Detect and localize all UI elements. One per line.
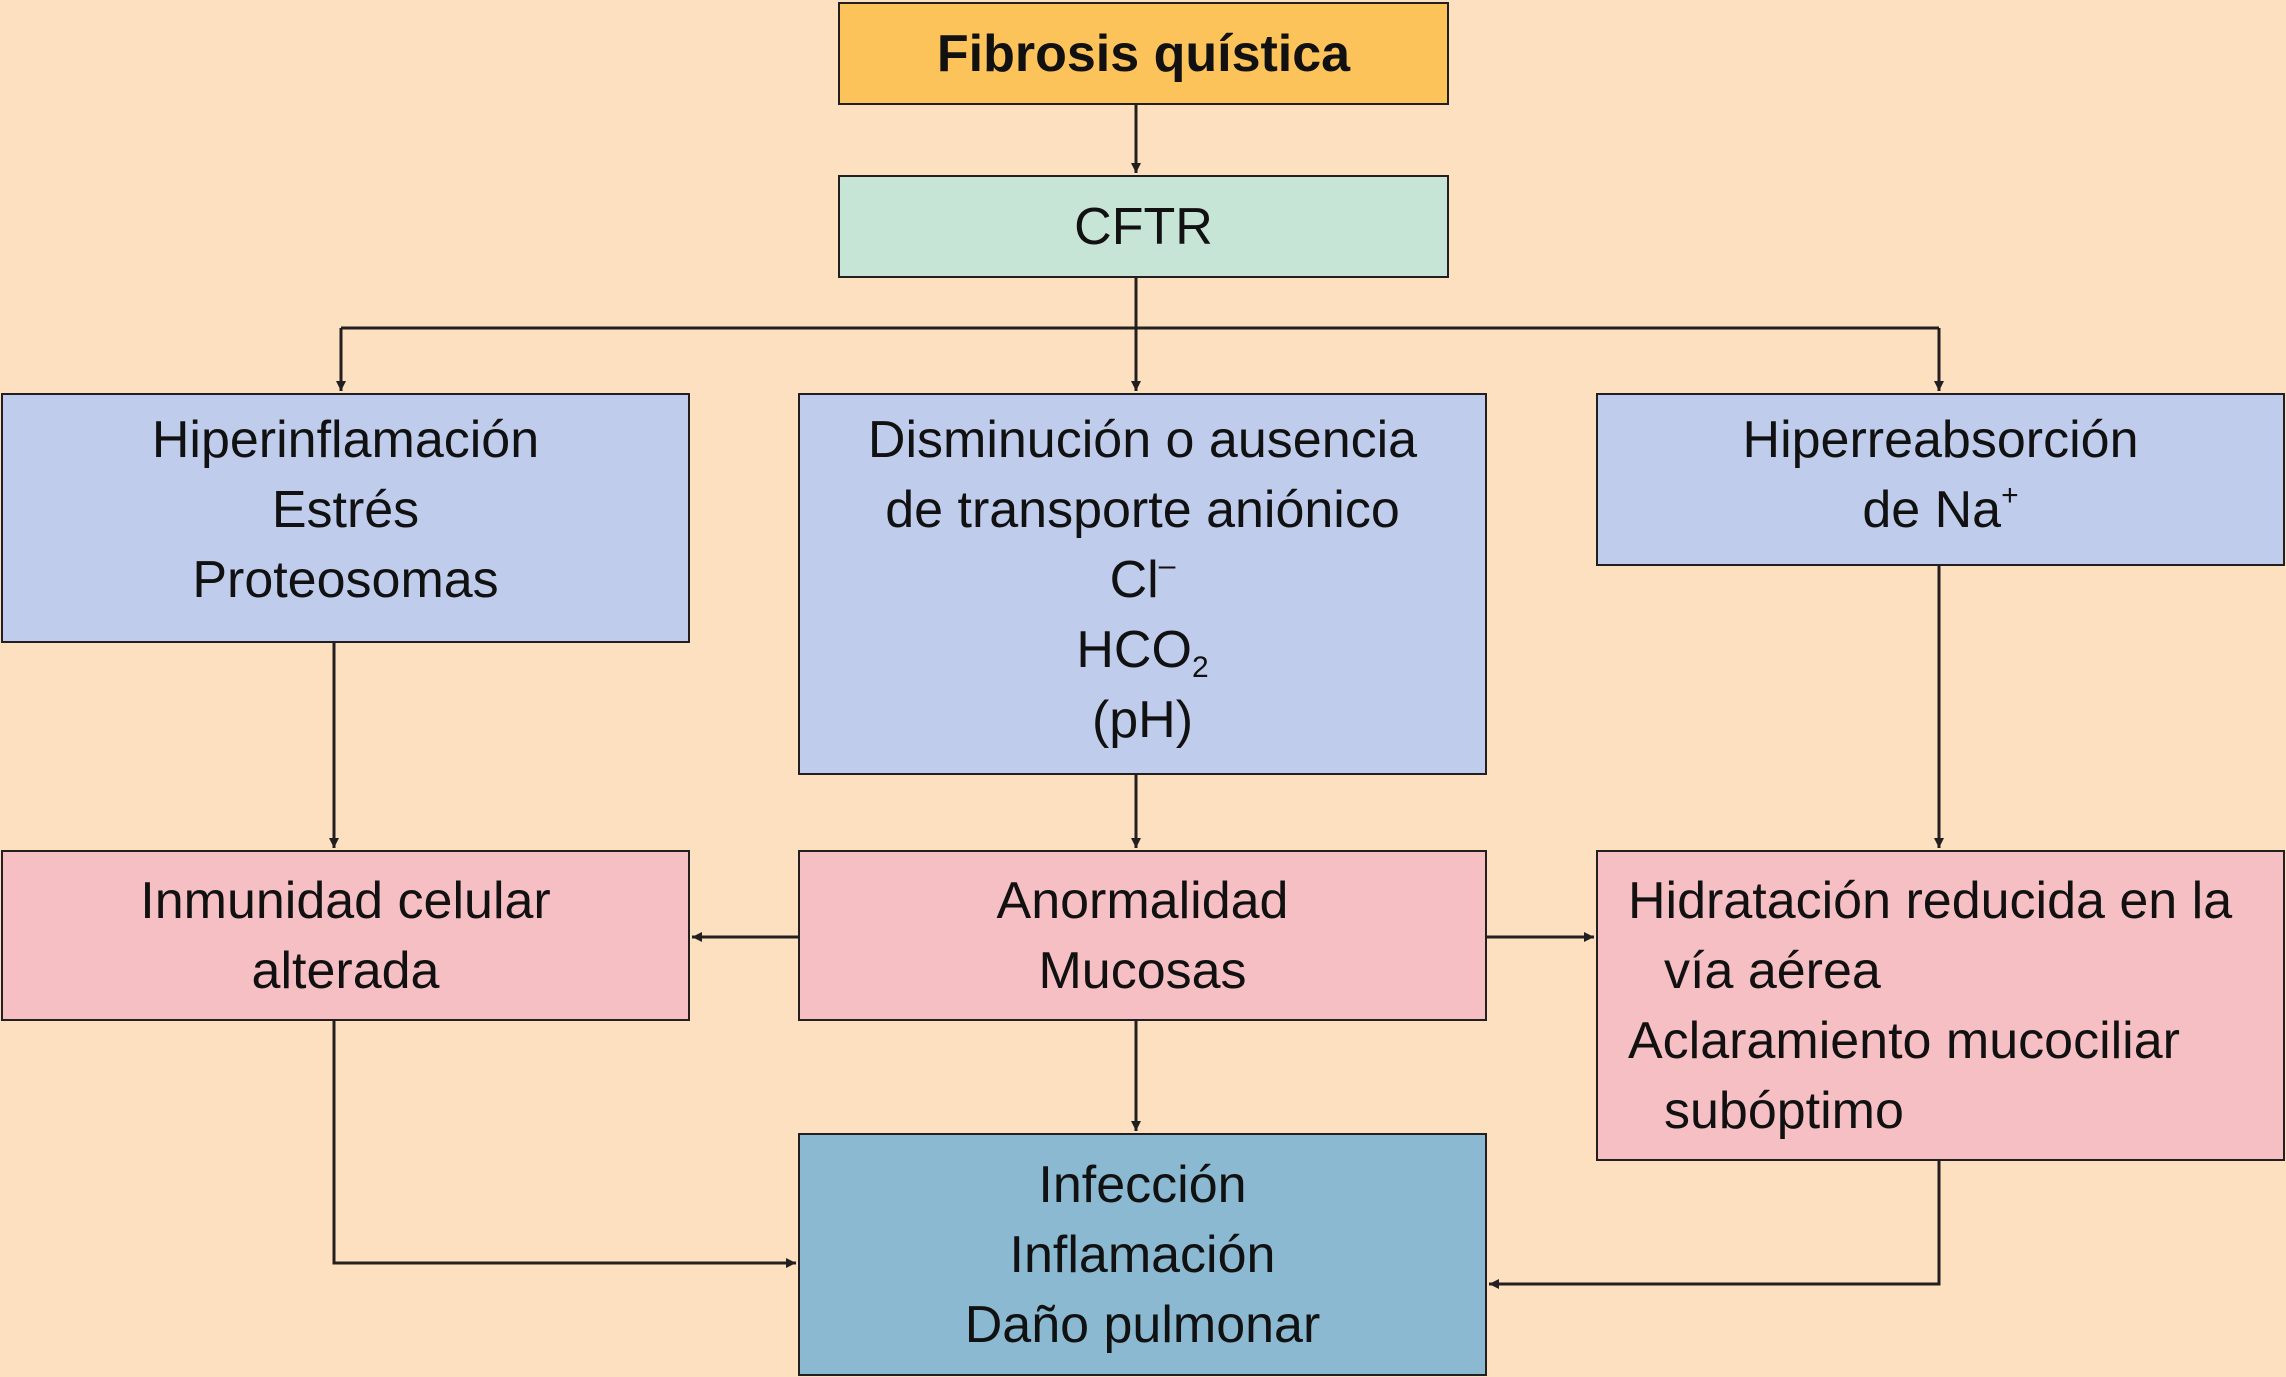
- cftr-box: CFTR: [838, 175, 1449, 278]
- hydration-box: Hidratación reducida en la vía aérea Acl…: [1596, 850, 2285, 1161]
- bicarbonate-symbol: HCO: [1076, 621, 1192, 679]
- mucosal-abnormality-box: Anormalidad Mucosas: [798, 850, 1487, 1021]
- chloride-symbol: Cl: [1109, 551, 1159, 609]
- sodium-charge: +: [2001, 479, 2019, 512]
- arrow-immunity-to-outcome: [332, 1021, 796, 1268]
- outcome-box: Infección Inflamación Daño pulmonar: [798, 1133, 1487, 1376]
- sodium-line-1: Hiperreabsorción: [1742, 411, 2139, 469]
- hydration-line-2: vía aérea: [1664, 941, 1881, 1000]
- clearance-line-2: subóptimo: [1664, 1081, 1904, 1140]
- anion-transport-line-2: de transporte aniónico: [885, 481, 1400, 539]
- mucosal-abnormality-line-1: Anormalidad: [996, 871, 1289, 930]
- title-text: Fibrosis quística: [936, 24, 1351, 83]
- anion-transport-box: Disminución o ausencia de transporte ani…: [798, 393, 1487, 775]
- sodium-box: Hiperreabsorción de Na+: [1596, 393, 2285, 566]
- proteasomes-line: Proteosomas: [192, 551, 499, 609]
- cellular-immunity-box: Inmunidad celular alterada: [1, 850, 690, 1021]
- bicarbonate-subscript: 2: [1191, 651, 1209, 684]
- hyperinflammation-box: Hiperinflamación Estrés Proteosomas: [1, 393, 690, 643]
- cellular-immunity-line-2: alterada: [251, 941, 440, 1000]
- title-box: Fibrosis quística: [838, 2, 1449, 105]
- anion-transport-line-1: Disminución o ausencia: [867, 411, 1418, 469]
- inflammation-line: Inflamación: [1009, 1225, 1276, 1284]
- infection-line: Infección: [1038, 1155, 1247, 1214]
- arrow-hydration-to-outcome: [1489, 1161, 1941, 1289]
- cellular-immunity-line-1: Inmunidad celular: [140, 871, 551, 930]
- mucosal-abnormality-line-2: Mucosas: [1038, 941, 1247, 1000]
- hydration-line-1: Hidratación reducida en la: [1628, 871, 2233, 930]
- sodium-line-2: de Na+: [1862, 475, 2018, 545]
- clearance-line-1: Aclaramiento mucociliar: [1628, 1011, 2180, 1070]
- hyperinflammation-line: Hiperinflamación: [151, 411, 540, 469]
- stress-line: Estrés: [271, 481, 420, 539]
- sodium-symbol: de Na: [1862, 481, 2002, 539]
- chloride-charge: –: [1158, 549, 1176, 582]
- cftr-text: CFTR: [1074, 197, 1213, 256]
- lung-damage-line: Daño pulmonar: [964, 1295, 1321, 1354]
- chloride-line: Cl–: [1110, 545, 1176, 615]
- bicarbonate-line: HCO2: [1076, 615, 1208, 685]
- ph-line: (pH): [1091, 691, 1194, 749]
